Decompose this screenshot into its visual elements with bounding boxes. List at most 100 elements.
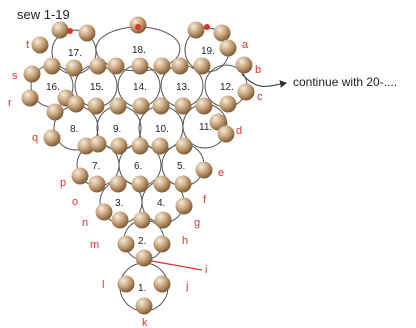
- bead: [23, 65, 41, 83]
- unit-2-number: 2.: [138, 236, 146, 247]
- start-marker: [135, 24, 141, 30]
- bead: [153, 57, 171, 75]
- bead-label-p: p: [60, 177, 66, 189]
- bead: [193, 57, 211, 75]
- bead: [131, 175, 149, 193]
- bead: [95, 203, 113, 221]
- bead: [175, 137, 193, 155]
- bead-label-s: s: [12, 70, 18, 82]
- unit-16-number: 16.: [46, 82, 60, 93]
- bead: [217, 125, 235, 143]
- bead: [89, 57, 107, 75]
- bead: [67, 95, 85, 113]
- bead: [46, 103, 64, 121]
- bead: [187, 21, 205, 39]
- bead: [107, 57, 125, 75]
- unit-13-number: 13.: [176, 82, 190, 93]
- bead-label-q: q: [32, 132, 38, 144]
- bead: [117, 275, 135, 293]
- unit-11-number: 11.: [199, 122, 212, 133]
- bead: [110, 137, 128, 155]
- bead: [135, 249, 153, 267]
- unit-3-number: 3.: [115, 198, 123, 209]
- bead: [111, 211, 129, 229]
- bead-label-b: b: [255, 64, 261, 76]
- bead-label-r: r: [8, 97, 12, 109]
- bead: [132, 97, 150, 115]
- beads: [21, 16, 255, 315]
- bead: [174, 97, 192, 115]
- unit-8-number: 8.: [70, 124, 78, 135]
- bead: [78, 24, 96, 42]
- bead: [65, 59, 83, 77]
- bead: [195, 97, 213, 115]
- unit-18-number: 18.: [132, 45, 146, 56]
- unit-4-number: 4.: [157, 198, 165, 209]
- bead: [131, 57, 149, 75]
- bead-label-i: i: [205, 264, 207, 276]
- unit-7-number: 7.: [92, 161, 100, 172]
- bead: [43, 57, 61, 75]
- start-marker: [67, 28, 73, 34]
- bead: [154, 211, 172, 229]
- bead-label-l: l: [102, 279, 104, 291]
- bead-label-g: g: [194, 217, 200, 229]
- bead: [219, 39, 237, 57]
- unit-9-number: 9.: [113, 124, 121, 135]
- continue-arrow: [241, 73, 287, 88]
- bead-label-e: e: [218, 167, 224, 179]
- bead-label-j: j: [185, 280, 188, 292]
- bead: [43, 129, 61, 147]
- diagram-annotations: [67, 24, 287, 88]
- bead: [21, 89, 39, 107]
- bead-label-d: d: [236, 125, 242, 137]
- bead: [195, 161, 213, 179]
- bead: [109, 175, 127, 193]
- start-marker: [204, 24, 210, 30]
- unit-numbers: 17. 18. 19. 16. 15. 14. 13. 12. 8. 9. 10. 11. 7. 6. 5.…: [46, 45, 234, 294]
- bead: [213, 24, 231, 42]
- bead-label-m: m: [90, 239, 99, 251]
- diagram-heading: sew 1-19: [17, 7, 70, 22]
- bead: [153, 275, 171, 293]
- bead: [51, 21, 69, 39]
- bead: [151, 137, 169, 155]
- unit-5-number: 5.: [177, 161, 185, 172]
- bead-label-h: h: [182, 235, 188, 247]
- unit-17-number: 17.: [68, 48, 82, 59]
- unit-14-number: 14.: [133, 82, 147, 93]
- bead: [31, 36, 49, 54]
- bead: [89, 135, 107, 153]
- bead: [71, 167, 89, 185]
- bead: [153, 235, 171, 253]
- bead: [209, 113, 227, 131]
- unit-6-number: 6.: [134, 161, 142, 172]
- unit-15-number: 15.: [90, 82, 104, 93]
- bead: [117, 235, 135, 253]
- unit-19-number: 19.: [201, 46, 215, 57]
- bead: [152, 97, 170, 115]
- bead: [219, 95, 237, 113]
- bead-label-a: a: [242, 39, 249, 51]
- bead: [153, 175, 171, 193]
- thread-exit-line: [145, 259, 203, 271]
- bead: [235, 56, 253, 74]
- bead-label-n: n: [82, 217, 88, 229]
- bead: [133, 211, 151, 229]
- bead-label-k: k: [142, 317, 148, 328]
- bead: [87, 97, 105, 115]
- unit-10-number: 10.: [155, 124, 169, 135]
- bead: [237, 83, 255, 101]
- bead: [109, 97, 127, 115]
- bead: [175, 197, 193, 215]
- bead-label-c: c: [257, 91, 263, 103]
- bead: [135, 297, 153, 315]
- bead-label-f: f: [203, 194, 207, 206]
- continuation-note: continue with 20-....: [293, 75, 398, 89]
- unit-1-number: 1.: [138, 283, 146, 294]
- unit-12-number: 12.: [220, 82, 234, 93]
- bead: [131, 137, 149, 155]
- bead: [174, 175, 192, 193]
